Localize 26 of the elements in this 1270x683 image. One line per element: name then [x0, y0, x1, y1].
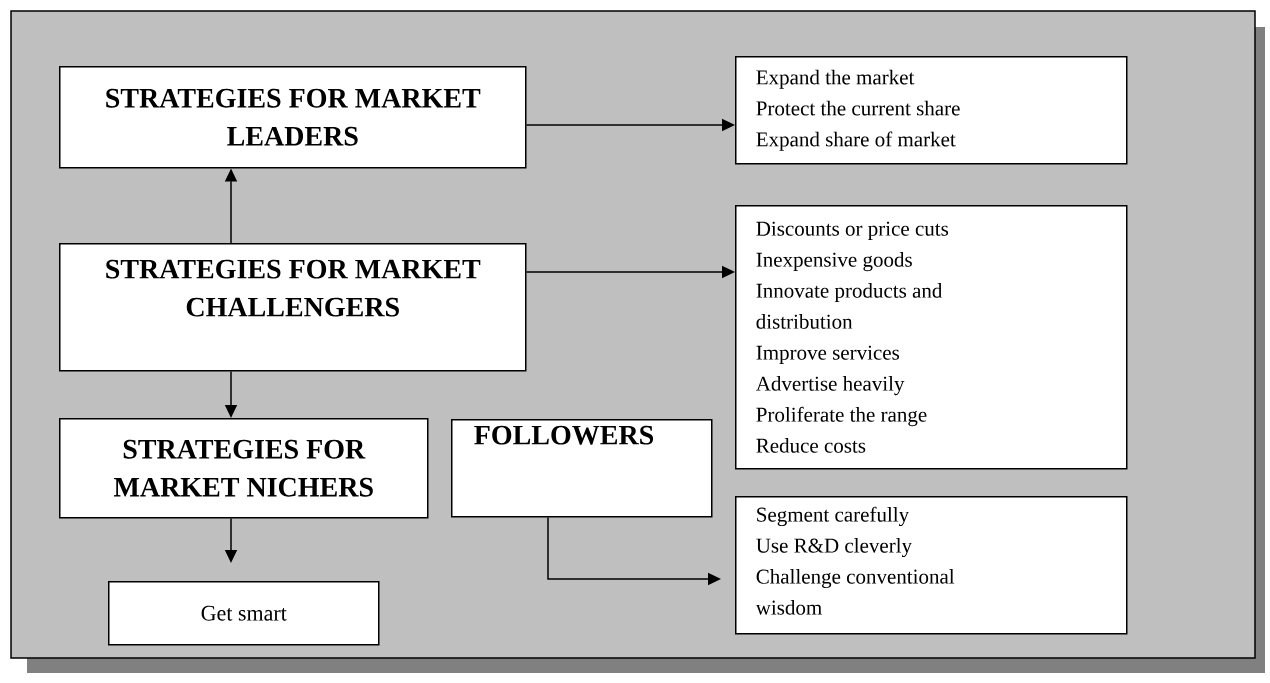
list-item: Challenge conventional wisdom — [755, 568, 955, 615]
box-heading: STRATEGIES FOR MARKET LEADERS — [106, 88, 481, 146]
outcome-box — [108, 581, 380, 646]
list-item: Improve services — [756, 345, 900, 365]
box-heading: STRATEGIES FOR MARKET CHALLENGERS — [106, 259, 481, 317]
list-item: Discounts or price cuts — [756, 221, 949, 241]
list-item: Proliferate the range — [756, 406, 927, 427]
list-box — [735, 205, 1128, 470]
strategy-box — [451, 419, 713, 518]
strategy-box — [59, 418, 429, 519]
list-item: Reduce costs — [756, 438, 866, 453]
list-box — [735, 496, 1128, 635]
box-heading: STRATEGIES FOR MARKET NICHERS — [113, 439, 373, 497]
list-item: Expand the market — [756, 69, 915, 89]
list-item: Expand share of market — [756, 131, 956, 151]
list-item: Innovate products and distribution — [756, 283, 943, 329]
box-label: Get smart — [201, 605, 287, 621]
strategy-box — [59, 243, 527, 372]
box-heading: FOLLOWERS — [474, 425, 654, 445]
strategy-box — [59, 66, 527, 169]
list-item: Advertise heavily — [755, 376, 905, 396]
list-box — [735, 56, 1128, 165]
list-item: Segment carefully — [757, 506, 910, 527]
list-item: Inexpensive goods — [756, 252, 912, 272]
list-item: Protect the current share — [756, 100, 960, 116]
list-item: Use R&D cleverly — [756, 537, 912, 558]
